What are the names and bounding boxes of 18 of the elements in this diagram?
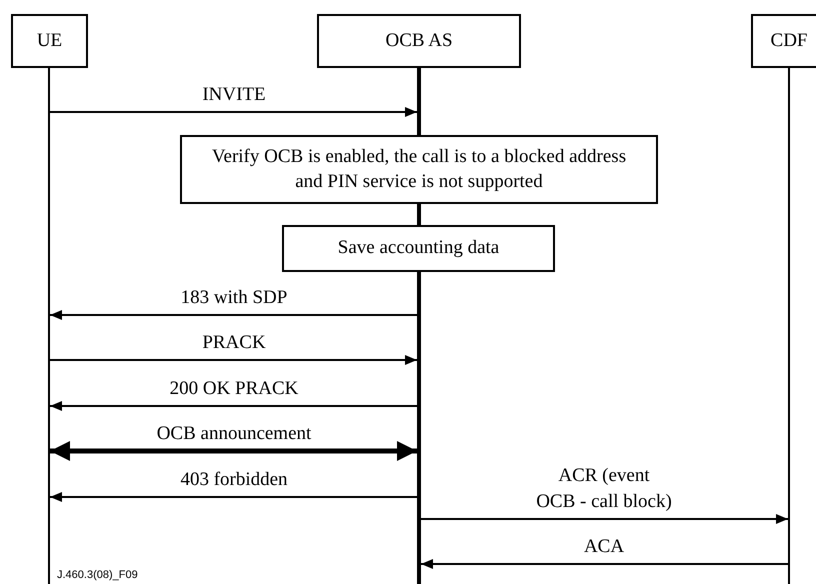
participant-box: CDF — [751, 14, 816, 68]
arrow — [50, 310, 417, 320]
lifeline — [48, 68, 50, 584]
participant-box: OCB AS — [317, 14, 521, 68]
arrow — [421, 514, 788, 524]
arrow — [50, 441, 417, 461]
arrow — [50, 107, 417, 117]
lifeline — [417, 68, 421, 135]
lifeline — [417, 204, 421, 225]
arrow — [50, 492, 417, 502]
participant-box: UE — [11, 14, 88, 68]
arrow — [50, 401, 417, 411]
lifeline — [788, 68, 790, 584]
arrow — [50, 355, 417, 365]
process-box: Save accounting data — [282, 225, 555, 272]
arrow — [421, 559, 788, 569]
process-box: Verify OCB is enabled, the call is to a blocked address and PIN service is not supported — [180, 135, 658, 204]
lifeline — [417, 272, 421, 584]
